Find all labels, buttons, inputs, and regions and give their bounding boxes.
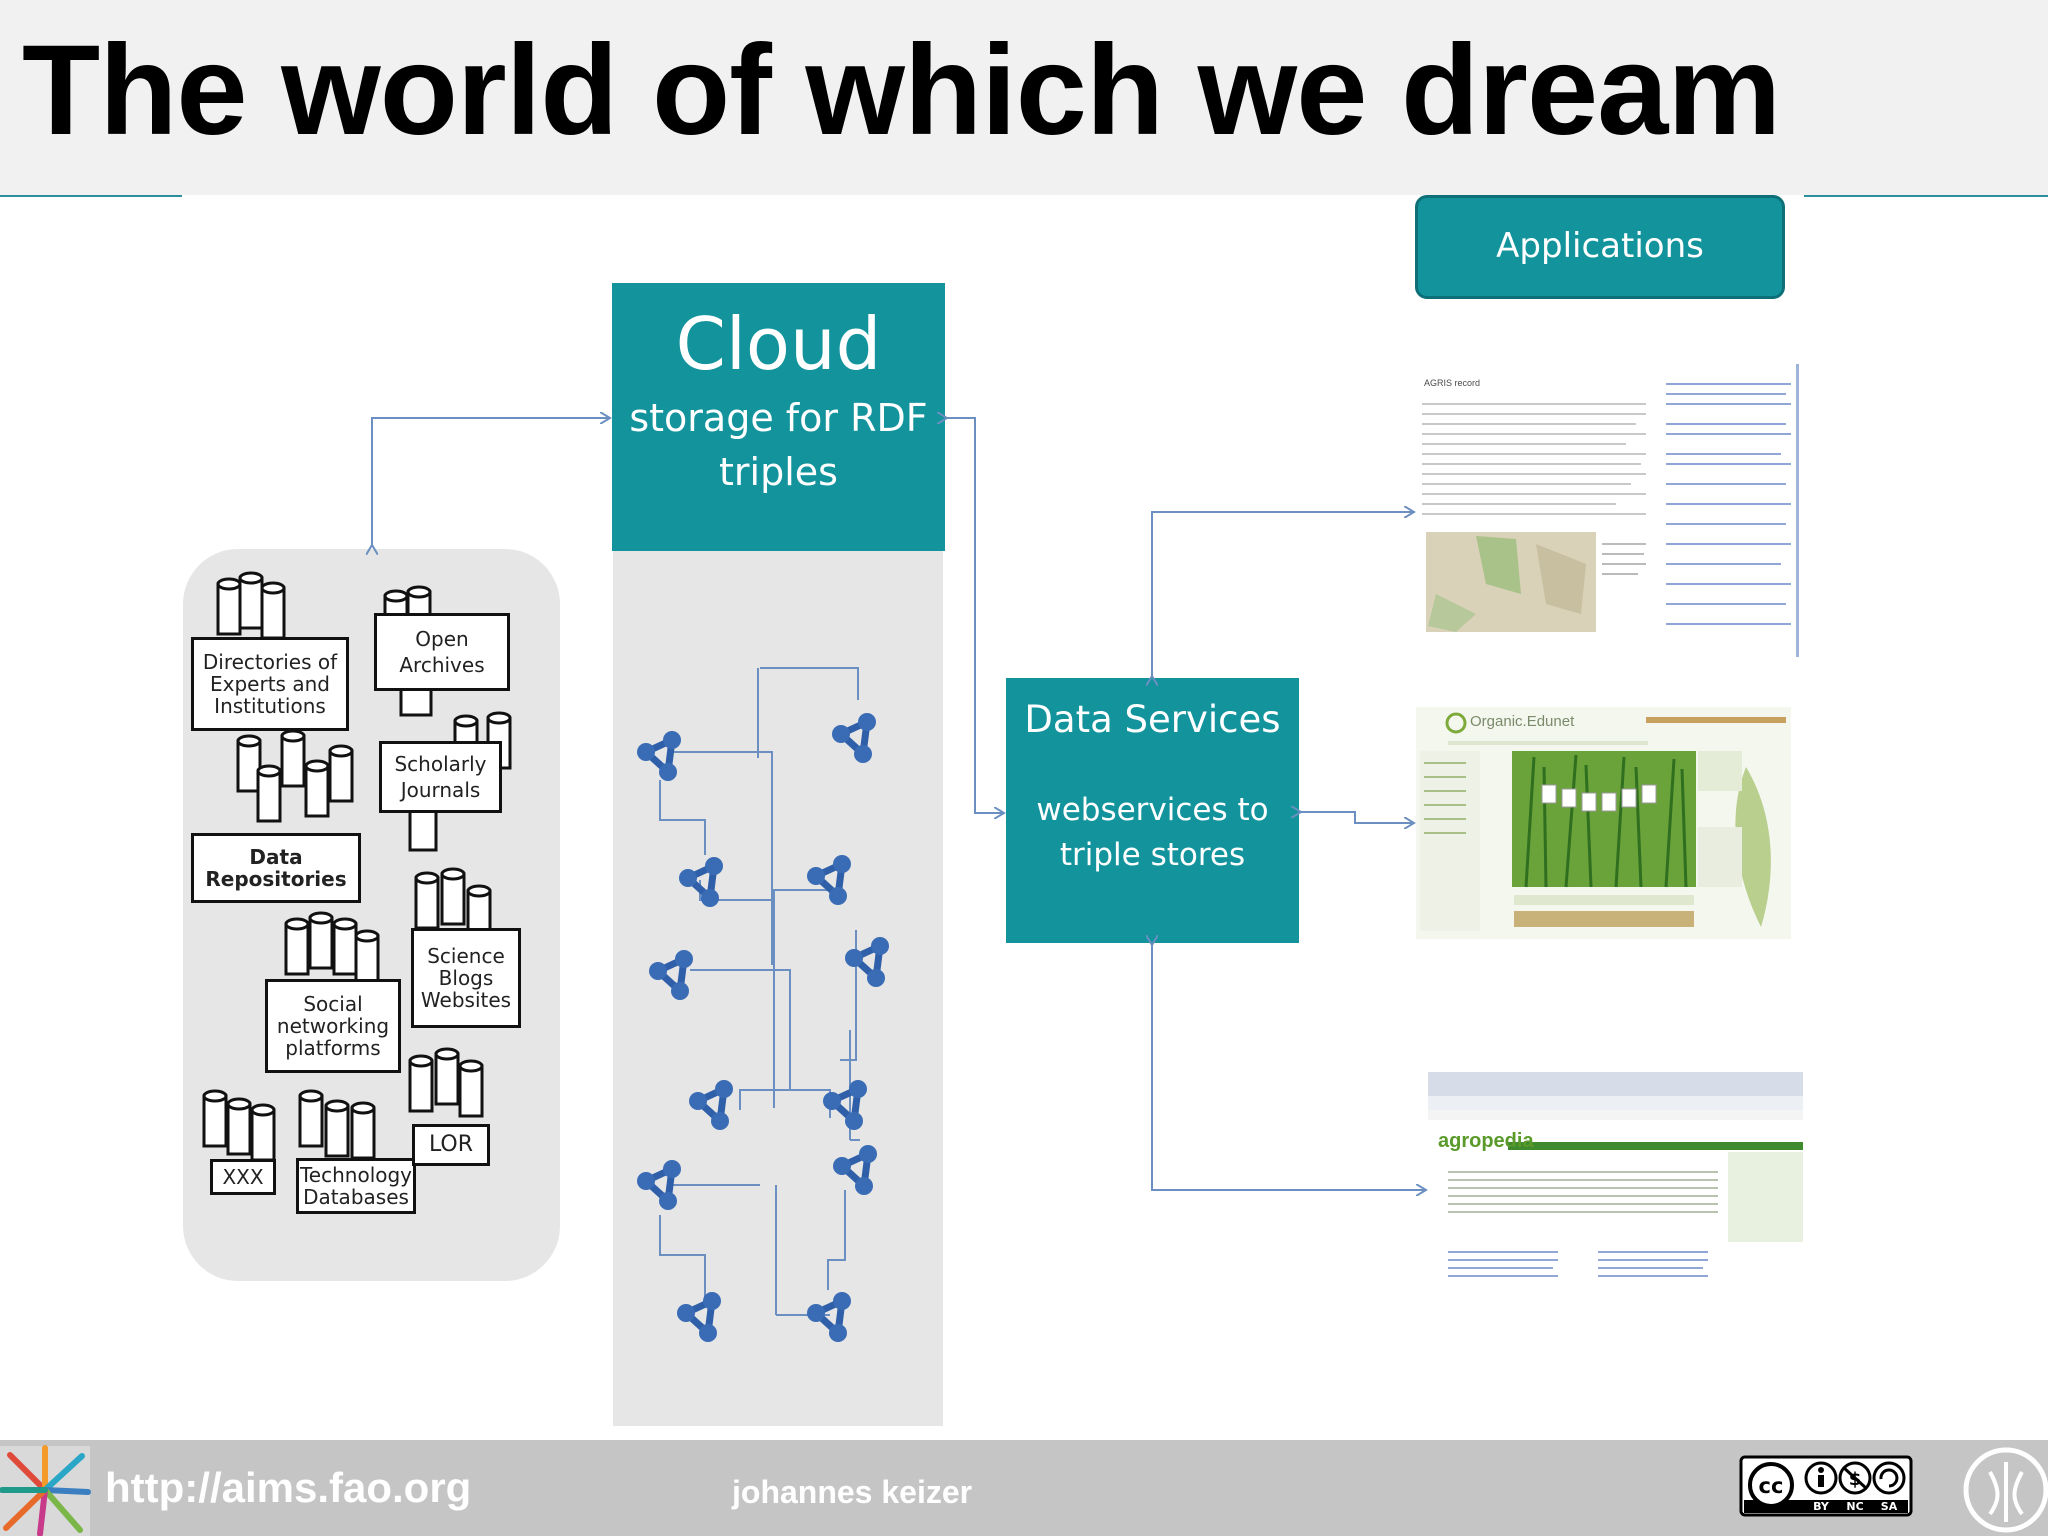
svg-text:cc: cc [1759, 1474, 1784, 1498]
arrow-dataservices-agropedia [1152, 945, 1426, 1190]
agris-page-render [1416, 364, 1796, 657]
arrow-sources-cloud [372, 418, 610, 545]
title-rule-left [0, 195, 182, 197]
organic-edunet-logo-text: Organic.Edunet [1470, 713, 1575, 730]
title-bar [0, 0, 2048, 195]
cylinders-scholarly-journals [408, 711, 512, 852]
creative-commons-icon: cc $ [1739, 1455, 1913, 1517]
arrow-cloud-dataservices [947, 418, 1004, 813]
cc-sa-label: SA [1880, 1500, 1898, 1513]
cloud-box: Cloud storage for RDF triples [612, 283, 945, 551]
aims-logo-icon [0, 1445, 91, 1536]
cloud-heading: Cloud [675, 302, 882, 386]
data-services-subtitle: webservices to triple stores [1036, 792, 1269, 873]
screenshot-agropedia: agropedia [1428, 1072, 1803, 1307]
data-services-box: Data Services webservices to triple stor… [1006, 678, 1299, 943]
footer-author: johannes keizer [732, 1474, 973, 1510]
footer-bar [0, 1440, 2048, 1536]
fao-logo-icon [1963, 1447, 2048, 1533]
screenshot-organic-edunet: Organic.Edunet [1416, 707, 1791, 939]
agris-record-label: AGRIS record [1424, 378, 1481, 388]
applications-box: Applications [1415, 195, 1785, 299]
arrow-dataservices-organic [1301, 812, 1414, 823]
arrow-dataservices-agris [1152, 512, 1414, 676]
cloud-subtitle: storage for RDF triples [629, 396, 928, 494]
source-xxx: XXX [210, 1159, 276, 1195]
slide-title: The world of which we dream [22, 19, 1781, 162]
agropedia-logo-text: agropedia [1438, 1130, 1534, 1152]
cloud-triples-area [613, 551, 943, 1426]
data-services-heading: Data Services [1024, 698, 1281, 741]
screenshot-agris: AGRIS record [1416, 364, 1799, 657]
title-rule-right [1804, 195, 2048, 197]
cc-nc-label: NC [1846, 1500, 1864, 1513]
organic-edunet-page-render [1416, 707, 1791, 939]
footer-url-link[interactable]: http://aims.fao.org [105, 1464, 472, 1511]
cc-by-label: BY [1813, 1500, 1829, 1513]
agropedia-page-render [1428, 1072, 1803, 1307]
source-lor: LOR [412, 1124, 490, 1166]
